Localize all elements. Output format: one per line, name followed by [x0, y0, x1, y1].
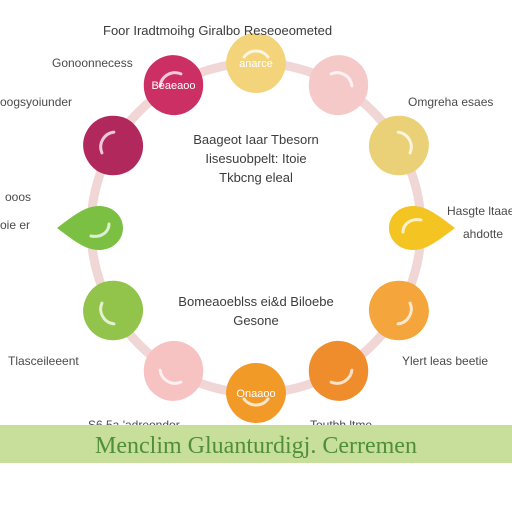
title-banner: Menclim Gluanturdigj. Cerremen: [0, 425, 512, 463]
cycle-node: [389, 206, 455, 250]
cycle-node: [57, 206, 123, 250]
right-label-2b: ahdotte: [463, 227, 504, 241]
top-label: Foor Iradtmoihg Giralbo Reseoeometed: [103, 23, 333, 38]
leaf-shape-icon: [226, 363, 286, 423]
left-label-4: Tlasceileeent: [8, 354, 79, 368]
node-highlight: [158, 368, 183, 385]
center-top-line-3: Tkbcng eleal: [219, 170, 293, 185]
cycle-node: [368, 115, 429, 176]
cycle-node: [143, 340, 204, 401]
cycle-node: [83, 115, 144, 176]
cycle-node: [83, 280, 144, 341]
leaf-shape-icon: [143, 340, 204, 401]
leaf-shape-icon: [226, 33, 286, 93]
node-highlight: [329, 368, 354, 385]
node-highlight: [242, 397, 270, 407]
cycle-node: [143, 55, 204, 116]
drop-shape-icon: [389, 206, 455, 250]
cycle-ring: [86, 58, 426, 398]
cycle-node: [308, 55, 369, 116]
center-text-top: Baageot Iaar Tbesorn Iisesuobpelt: Itoie…: [156, 130, 356, 187]
left-label-3b: oie er: [0, 218, 31, 232]
node-label: anarce: [239, 58, 273, 70]
node-label: Beaeaoo: [151, 80, 195, 92]
drop-shape-icon: [57, 206, 123, 250]
node-highlight: [89, 222, 111, 238]
leaf-shape-icon: [308, 340, 369, 401]
center-top-line-1: Baageot Iaar Tbesorn: [193, 132, 319, 147]
leaf-shape-icon: [83, 115, 144, 176]
right-label-2a: Hasgte ltaae: [447, 204, 512, 218]
leaf-shape-icon: [83, 280, 144, 341]
center-mid-line-2: Gesone: [233, 313, 279, 328]
node-highlight: [99, 301, 116, 326]
node-highlight: [329, 71, 354, 88]
center-top-line-2: Iisesuobpelt: Itoie: [205, 151, 307, 166]
leaf-shape-icon: [308, 55, 369, 116]
node-label: Onaaoo: [236, 388, 275, 400]
node-highlight: [99, 130, 116, 155]
leaf-shape-icon: [368, 280, 429, 341]
node-highlight: [401, 218, 423, 234]
banner-title: Menclim Gluanturdigj. Cerremen: [95, 433, 417, 459]
right-label-3: Ylert leas beetie: [402, 354, 489, 368]
node-highlight: [158, 71, 183, 88]
node-highlight: [396, 130, 413, 155]
left-label-3a: ooos: [5, 190, 32, 204]
cycle-node: [226, 33, 286, 93]
node-highlight: [396, 301, 413, 326]
cycle-node: [226, 363, 286, 423]
right-label-1: Omgreha esaes: [408, 95, 494, 109]
node-highlight: [242, 49, 270, 59]
left-label-1: Gonoonnecess: [52, 56, 133, 70]
cycle-node: [308, 340, 369, 401]
center-mid-line-1: Bomeaoeblss ei&d Biloebe: [178, 294, 334, 309]
leaf-shape-icon: [143, 55, 204, 116]
center-text-mid: Bomeaoeblss ei&d Biloebe Gesone: [136, 292, 376, 330]
leaf-shape-icon: [368, 115, 429, 176]
cycle-node: [368, 280, 429, 341]
left-label-2: oogsyoiunder: [0, 95, 73, 109]
